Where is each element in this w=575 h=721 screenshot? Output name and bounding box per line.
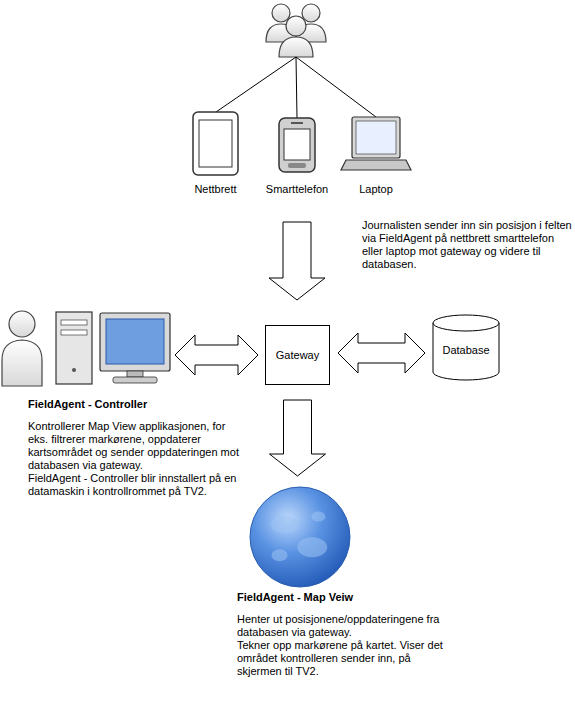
phone-speaker <box>291 122 303 124</box>
globe-land <box>297 537 327 557</box>
user-link-line <box>296 57 297 118</box>
pc-tower <box>56 312 92 384</box>
block-arrow <box>175 335 258 375</box>
person-head <box>302 4 320 22</box>
monitor-frame <box>100 313 170 371</box>
text-column: Nettbrett <box>153 183 278 196</box>
monitor-screen <box>106 319 164 364</box>
annotation-note: Journalisten sender inn sin posisjon i f… <box>362 219 575 271</box>
map-view-globe: FieldAgent - Map VeiwHenter ut posisjone… <box>249 486 351 588</box>
tablet-screen <box>199 120 232 167</box>
text-column: FieldAgent - ControllerKontrollerer Map … <box>28 398 244 498</box>
block-arrow <box>338 333 425 373</box>
phone-screen <box>284 129 310 160</box>
gateway-box: Gateway <box>265 325 330 385</box>
laptop-base <box>341 160 411 170</box>
text-column: FieldAgent - Map VeiwHenter ut posisjone… <box>237 591 453 678</box>
globe-land <box>272 549 288 561</box>
device-label: Smarttelefon <box>234 183 360 196</box>
text-column: Laptop <box>312 183 440 196</box>
pc-drive <box>61 330 87 335</box>
laptop-device: Laptop <box>342 117 410 170</box>
phone-device: Smarttelefon <box>279 118 315 172</box>
pc-button <box>72 368 76 372</box>
monitor-base <box>113 377 157 383</box>
phone-buttons <box>288 163 306 168</box>
block-arrow <box>269 222 325 300</box>
controller-workstation: FieldAgent - ControllerKontrollerer Map … <box>0 305 172 385</box>
device-label: Laptop <box>312 183 440 196</box>
node-body: Kontrollerer Map View applikasjonen, for… <box>28 420 244 472</box>
globe-land <box>311 512 325 522</box>
node-heading: FieldAgent - Controller <box>28 398 244 411</box>
node-body: Henter ut posisjonene/oppdateringene fra… <box>237 613 453 639</box>
person-head <box>272 4 290 22</box>
laptop-lid <box>352 117 400 158</box>
cylinder-top <box>433 315 499 331</box>
user-link-line <box>216 57 296 112</box>
monitor-stand <box>127 371 143 377</box>
user-link-line <box>296 57 376 117</box>
tablet-icon <box>193 112 238 175</box>
operator-body <box>2 340 42 386</box>
laptop-screen <box>356 121 396 154</box>
operator-head <box>9 311 35 337</box>
person-body <box>279 37 313 57</box>
tablet-device: Nettbrett <box>193 112 238 175</box>
node-heading: FieldAgent - Map Veiw <box>237 591 453 604</box>
node-body: Tekner opp markørene på kartet. Viser de… <box>237 639 453 678</box>
block-arrow <box>270 400 326 476</box>
globe-circle <box>250 487 350 587</box>
node-body: FieldAgent - Controller blir innstallert… <box>28 472 244 498</box>
globe-land <box>271 516 299 534</box>
text-column: Smarttelefon <box>234 183 360 196</box>
pc-drive <box>61 320 87 325</box>
database-cylinder: Database <box>432 314 500 381</box>
cylinder-body <box>433 323 499 380</box>
person-head <box>286 16 306 36</box>
phone-icon <box>279 118 315 172</box>
node-label: Gateway <box>276 349 319 362</box>
globe-shape <box>249 486 351 588</box>
device-label: Nettbrett <box>153 183 278 196</box>
node-label: Database <box>442 338 489 357</box>
